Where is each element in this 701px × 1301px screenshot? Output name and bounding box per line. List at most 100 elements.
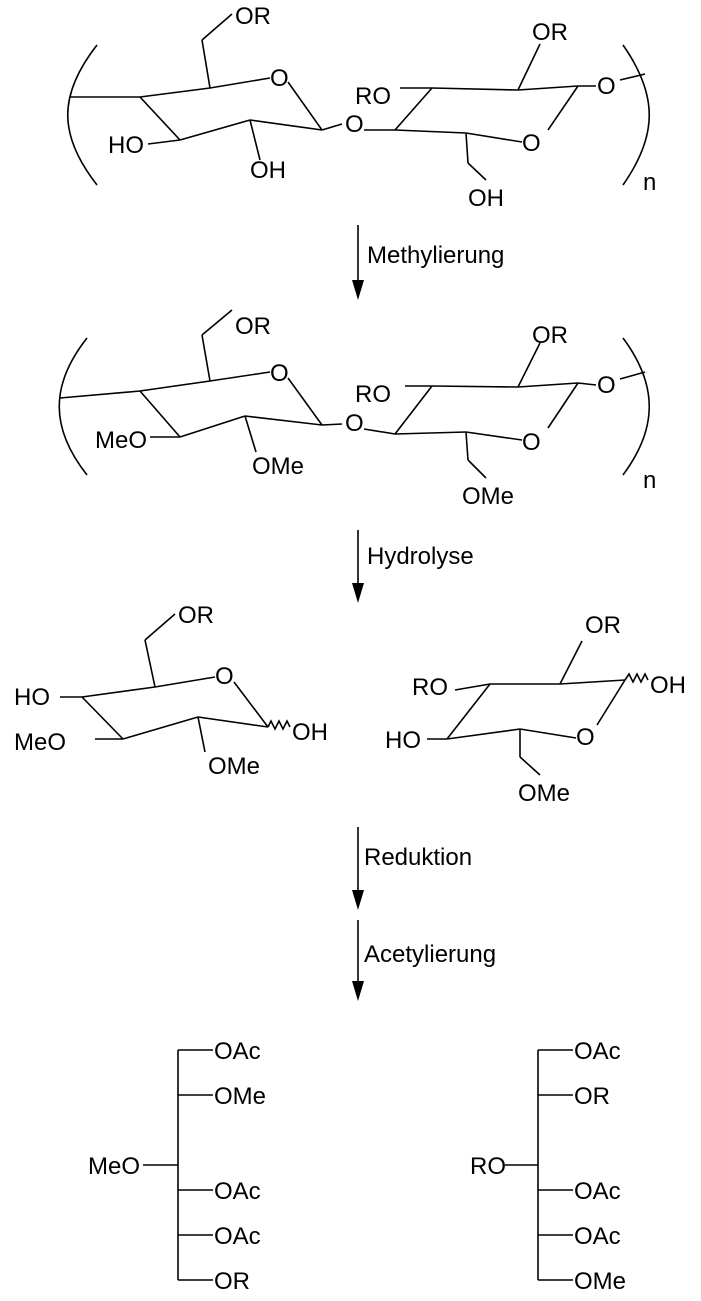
label-ring-o: O: [522, 429, 541, 456]
chain-label: OAc: [574, 1038, 621, 1065]
label-ring-o: O: [270, 65, 289, 92]
polymer-structure: n OR O HO OH O RO OR O O: [67, 3, 656, 212]
label-ome: OMe: [208, 753, 260, 780]
bond: [431, 87, 519, 91]
bond: [467, 162, 487, 181]
methylated-polymer-structure: n OR O MeO OMe O RO OR O: [58, 309, 656, 510]
bond: [465, 132, 469, 164]
label-oh: OH: [468, 185, 504, 212]
bond: [363, 428, 396, 435]
label-oh: OH: [650, 672, 686, 699]
arrow-label: Acetylierung: [364, 941, 496, 968]
bond: [394, 385, 433, 435]
label-or: OR: [235, 3, 271, 30]
bond: [467, 459, 487, 479]
bond: [249, 119, 261, 161]
bond: [144, 639, 156, 688]
wavy-bond: [267, 719, 291, 731]
hydrolysed-monomer-right: OR RO OH HO O OMe: [385, 612, 686, 807]
bond: [619, 73, 646, 81]
bond: [139, 87, 211, 98]
label-glycosidic-o: O: [345, 410, 364, 437]
label-ome: OMe: [518, 780, 570, 807]
bond: [454, 683, 491, 691]
bond: [139, 390, 181, 438]
bond: [154, 676, 216, 688]
bond: [179, 415, 246, 438]
side-label-ro: RO: [470, 1153, 506, 1180]
bond: [577, 382, 597, 386]
bond: [559, 640, 583, 685]
bond: [465, 431, 469, 461]
label-ome: OMe: [252, 453, 304, 480]
label-ho: HO: [108, 132, 144, 159]
label-ho: HO: [14, 684, 50, 711]
label-ring-o: O: [215, 663, 234, 690]
bond: [59, 390, 141, 399]
bond: [197, 716, 269, 728]
arrow-label: Reduktion: [364, 844, 472, 871]
label-link-o: O: [597, 372, 616, 399]
label-ro: RO: [412, 674, 448, 701]
label-or: OR: [532, 322, 568, 349]
bond: [122, 716, 199, 740]
bond: [517, 382, 579, 388]
label-or: OR: [585, 612, 621, 639]
bond: [201, 334, 211, 382]
bond: [233, 681, 269, 728]
bond: [446, 683, 491, 740]
side-label-meo: MeO: [88, 1153, 140, 1180]
chain-label: OMe: [214, 1083, 266, 1110]
label-ring-o: O: [522, 130, 541, 157]
bond: [517, 342, 541, 388]
bond: [519, 756, 541, 776]
bond: [517, 43, 541, 91]
bond: [147, 139, 181, 145]
bond: [446, 728, 521, 740]
label-or: OR: [235, 313, 271, 340]
bracket-left: [58, 337, 88, 476]
label-ome: OMe: [462, 483, 514, 510]
wavy-bond: [624, 672, 649, 684]
repeat-index-n: n: [643, 467, 656, 494]
alditol-acetate-left: OAc OMe MeO OAc OAc OR: [88, 1038, 266, 1295]
label-or: OR: [178, 602, 214, 629]
bond: [81, 696, 124, 740]
chain-label: OMe: [574, 1268, 626, 1295]
bond: [559, 679, 626, 685]
chain-label: OAc: [214, 1223, 261, 1250]
bond: [519, 728, 577, 739]
alditol-acetate-right: OAc OR RO OAc OAc OMe: [470, 1038, 626, 1295]
bond: [431, 385, 519, 388]
label-meo: MeO: [95, 427, 147, 454]
reaction-arrow-2: Hydrolyse: [352, 530, 474, 603]
label-ring-o: O: [576, 724, 595, 751]
label-ring-o: O: [270, 360, 289, 387]
chain-label: OAc: [214, 1038, 261, 1065]
label-link-o: O: [597, 73, 616, 100]
bond: [321, 423, 343, 426]
bond: [139, 380, 211, 392]
bond: [244, 415, 323, 426]
bond: [179, 119, 251, 141]
bond: [244, 415, 257, 453]
chain-label: OAc: [574, 1178, 621, 1205]
chain-label: OR: [214, 1268, 250, 1295]
bond: [197, 716, 206, 753]
label-meo: MeO: [14, 729, 66, 756]
bond: [201, 39, 211, 89]
label-oh: OH: [292, 719, 328, 746]
bond: [394, 431, 467, 435]
bond: [517, 85, 579, 91]
label-ro: RO: [355, 381, 391, 408]
bond: [619, 371, 646, 380]
bond: [547, 85, 579, 131]
bond: [201, 309, 233, 336]
label-glycosidic-o: O: [345, 111, 364, 138]
label-oh: OH: [250, 157, 286, 184]
bracket-right: [622, 44, 650, 186]
hydrolysed-monomer-left: OR O HO MeO OH OMe: [14, 602, 328, 780]
bond: [465, 431, 523, 441]
bond: [287, 377, 323, 426]
